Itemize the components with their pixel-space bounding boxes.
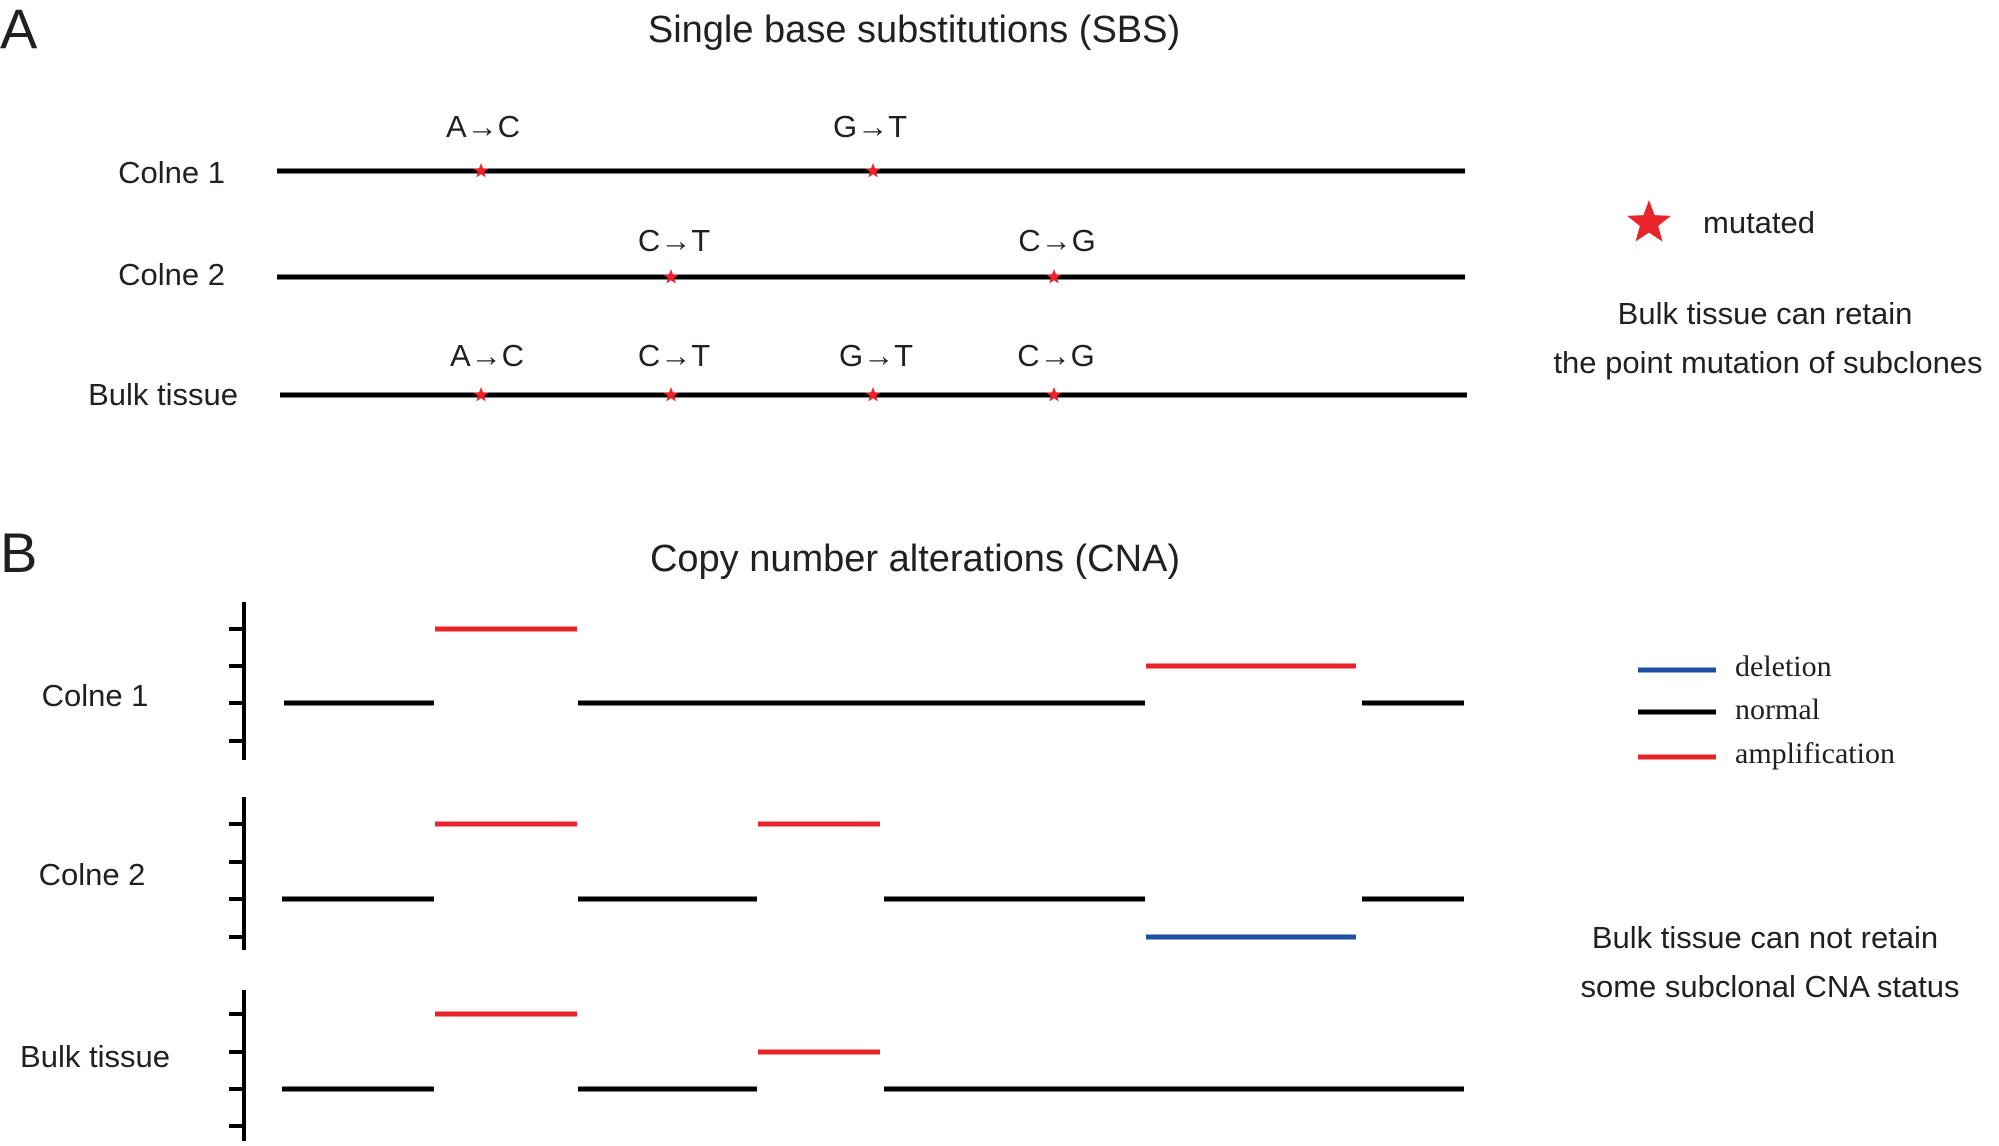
mutation-marker: G→T xyxy=(833,109,907,178)
mutation-marker: C→T xyxy=(638,338,710,402)
panel-b: B Copy number alterations (CNA) Colne 1 … xyxy=(0,521,1960,1141)
star-icon xyxy=(865,163,881,178)
sbs-track-1: Colne 1 A→C G→T xyxy=(118,109,1465,190)
cna-track-2: Colne 2 xyxy=(39,797,1464,950)
mutation-label: C→G xyxy=(1018,223,1096,258)
mutation-marker: A→C xyxy=(450,338,524,402)
legend-label-normal: normal xyxy=(1735,693,1820,726)
cna-track-label: Bulk tissue xyxy=(20,1039,170,1074)
star-icon xyxy=(1627,200,1671,242)
cna-track-1: Colne 1 xyxy=(42,602,1464,760)
mutation-marker: C→T xyxy=(638,223,710,284)
sbs-track-2: Colne 2 C→T C→G xyxy=(118,223,1465,292)
panel-a-letter: A xyxy=(0,0,38,60)
mutation-label: C→T xyxy=(638,338,710,373)
panel-a-title: Single base substitutions (SBS) xyxy=(648,9,1180,51)
cna-note-line-2: some subclonal CNA status xyxy=(1580,969,1959,1004)
mutation-marker: C→G xyxy=(1017,338,1095,402)
mutation-label: C→T xyxy=(638,223,710,258)
legend-label-deletion: deletion xyxy=(1735,650,1832,683)
cna-note-line-1: Bulk tissue can not retain xyxy=(1592,920,1938,955)
sbs-track-label: Colne 1 xyxy=(118,155,225,190)
cna-legend: deletion normal amplification xyxy=(1638,650,1895,770)
cna-track-label: Colne 2 xyxy=(39,857,146,892)
cna-track-label: Colne 1 xyxy=(42,678,149,713)
sbs-legend: mutated xyxy=(1627,200,1815,242)
star-icon xyxy=(473,163,489,178)
sbs-track-label: Colne 2 xyxy=(118,257,225,292)
sbs-track-3: Bulk tissue A→C C→T G→T C→G xyxy=(88,338,1467,412)
mutation-marker: G→T xyxy=(839,338,913,402)
mutation-label: C→G xyxy=(1017,338,1095,373)
mutation-label: G→T xyxy=(833,109,907,144)
star-icon xyxy=(663,269,679,284)
star-icon xyxy=(663,387,679,402)
sbs-note-line-2: the point mutation of subclones xyxy=(1553,345,1982,380)
panel-b-letter: B xyxy=(0,521,37,584)
mutation-label: A→C xyxy=(450,338,524,373)
sbs-legend-label: mutated xyxy=(1703,205,1815,240)
legend-item-amplification: amplification xyxy=(1638,737,1895,770)
sbs-note-line-1: Bulk tissue can retain xyxy=(1618,296,1913,331)
sbs-track-label: Bulk tissue xyxy=(88,377,238,412)
mutation-label: A→C xyxy=(446,109,520,144)
mutation-marker: C→G xyxy=(1018,223,1096,284)
cna-track-3: Bulk tissue xyxy=(20,990,1464,1141)
star-icon xyxy=(1046,269,1062,284)
legend-label-amplification: amplification xyxy=(1735,737,1895,770)
legend-item-normal: normal xyxy=(1638,693,1820,726)
panel-a: A Single base substitutions (SBS) Colne … xyxy=(0,0,1983,412)
legend-item-deletion: deletion xyxy=(1638,650,1832,683)
panel-b-title: Copy number alterations (CNA) xyxy=(650,538,1180,580)
star-icon xyxy=(865,387,881,402)
mutation-label: G→T xyxy=(839,338,913,373)
mutation-marker: A→C xyxy=(446,109,520,178)
star-icon xyxy=(1046,387,1062,402)
star-icon xyxy=(473,387,489,402)
